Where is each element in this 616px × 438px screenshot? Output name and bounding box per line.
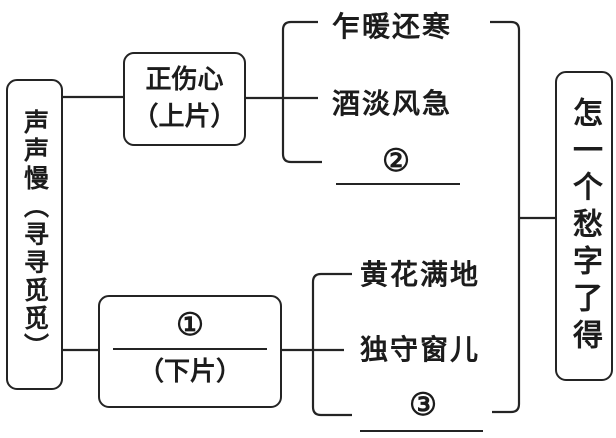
lower-branch-item-2: 独守窗儿 [360, 333, 481, 366]
bracket-lower-left [311, 272, 352, 417]
blank-3-number: ③ [409, 387, 437, 423]
conclusion-box: 怎一个愁字了得 [555, 71, 613, 381]
blank-1-line [113, 348, 267, 351]
blank-3-line [360, 430, 483, 433]
upper-stanza-part-label: （上片） [132, 102, 237, 132]
conclusion-text: 怎一个愁字了得 [567, 96, 602, 356]
blank-2-line [336, 183, 460, 186]
lower-stanza-box: ① （下片） [98, 295, 282, 408]
bracket-upper-left [281, 20, 322, 164]
lower-stanza-part-label: （下片） [137, 357, 242, 388]
blank-1-number: ① [176, 307, 204, 343]
lower-branch-item-1: 黄花满地 [360, 258, 481, 291]
poem-title-box: 声声慢（寻寻觅觅） [6, 79, 63, 390]
upper-stanza-answer: 正伤心 [145, 65, 224, 95]
poem-title-text: 声声慢（寻寻觅觅） [20, 108, 50, 361]
blank-2-number: ② [382, 143, 410, 179]
bracket-right-gather [490, 20, 521, 414]
upper-branch-item-1: 乍暖还寒 [332, 10, 453, 43]
upper-branch-item-2: 酒淡风急 [332, 87, 453, 120]
upper-stanza-box: 正伤心 （上片） [123, 52, 246, 146]
